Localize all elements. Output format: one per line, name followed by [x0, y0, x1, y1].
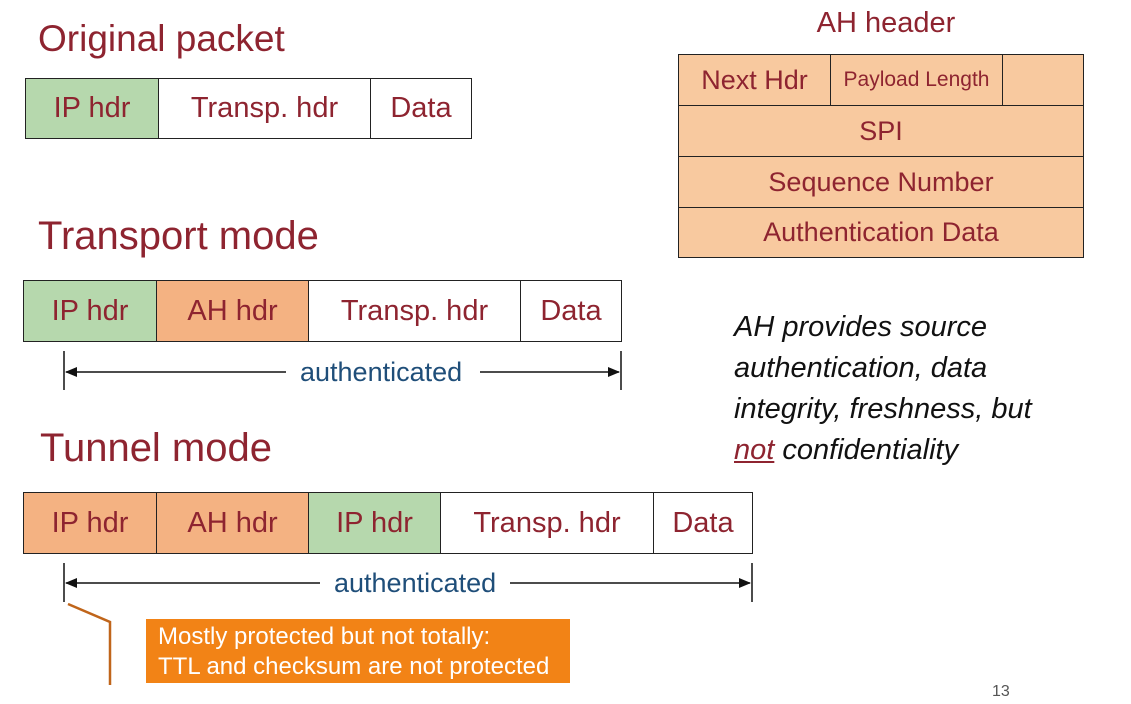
- next-hdr-field: Next Hdr: [679, 55, 831, 105]
- authentication-data-field: Authentication Data: [763, 216, 999, 247]
- outer-ip-hdr-cell: IP hdr: [24, 493, 157, 553]
- callout-line-2: TTL and checksum are not protected: [158, 653, 550, 680]
- data-cell: Data: [371, 79, 471, 138]
- transp-hdr-cell: Transp. hdr: [159, 79, 371, 138]
- transp-hdr-cell: Transp. hdr: [309, 281, 521, 341]
- protection-callout: Mostly protected but not totally: TTL an…: [146, 619, 570, 683]
- ah-hdr-cell: AH hdr: [157, 281, 309, 341]
- transport-authenticated-label: authenticated: [286, 359, 477, 386]
- ah-hdr-cell: AH hdr: [157, 493, 309, 553]
- page-number: 13: [992, 683, 1010, 700]
- ah-description-note: AH provides source authentication, data …: [734, 307, 1104, 471]
- note-line-1: AH provides source: [734, 311, 988, 343]
- spi-field: SPI: [859, 115, 903, 146]
- ah-header-table: Next Hdr Payload Length SPI Sequence Num…: [678, 54, 1084, 258]
- payload-length-field: Payload Length: [831, 55, 1003, 105]
- transp-hdr-cell: Transp. hdr: [441, 493, 654, 553]
- tunnel-mode-row: IP hdr AH hdr IP hdr Transp. hdr Data: [23, 492, 753, 554]
- reserved-field: [1003, 55, 1083, 105]
- ah-header-title: AH header: [816, 7, 956, 39]
- ah-row-4: Authentication Data: [679, 208, 1083, 256]
- note-not-word: not: [734, 434, 775, 466]
- original-packet-title: Original packet: [38, 18, 285, 59]
- callout-connector: [67, 602, 112, 685]
- note-line-2: authentication, data: [734, 352, 988, 384]
- transport-mode-title: Transport mode: [38, 214, 319, 258]
- inner-ip-hdr-cell: IP hdr: [309, 493, 441, 553]
- transport-mode-row: IP hdr AH hdr Transp. hdr Data: [23, 280, 622, 342]
- ah-row-1: Next Hdr Payload Length: [679, 55, 1083, 106]
- callout-line-1: Mostly protected but not totally:: [158, 623, 491, 650]
- tunnel-mode-title: Tunnel mode: [40, 426, 272, 470]
- ip-hdr-cell: IP hdr: [24, 281, 157, 341]
- sequence-number-field: Sequence Number: [768, 166, 994, 197]
- data-cell: Data: [521, 281, 621, 341]
- ah-row-2: SPI: [679, 106, 1083, 157]
- tunnel-authenticated-label: authenticated: [320, 570, 511, 597]
- note-line-4-rest: confidentiality: [774, 434, 959, 466]
- data-cell: Data: [654, 493, 752, 553]
- note-line-4: not confidentiality: [734, 430, 1104, 471]
- ip-hdr-cell: IP hdr: [26, 79, 159, 138]
- note-line-3: integrity, freshness, but: [734, 393, 1032, 425]
- original-packet-row: IP hdr Transp. hdr Data: [25, 78, 472, 139]
- ah-row-3: Sequence Number: [679, 157, 1083, 208]
